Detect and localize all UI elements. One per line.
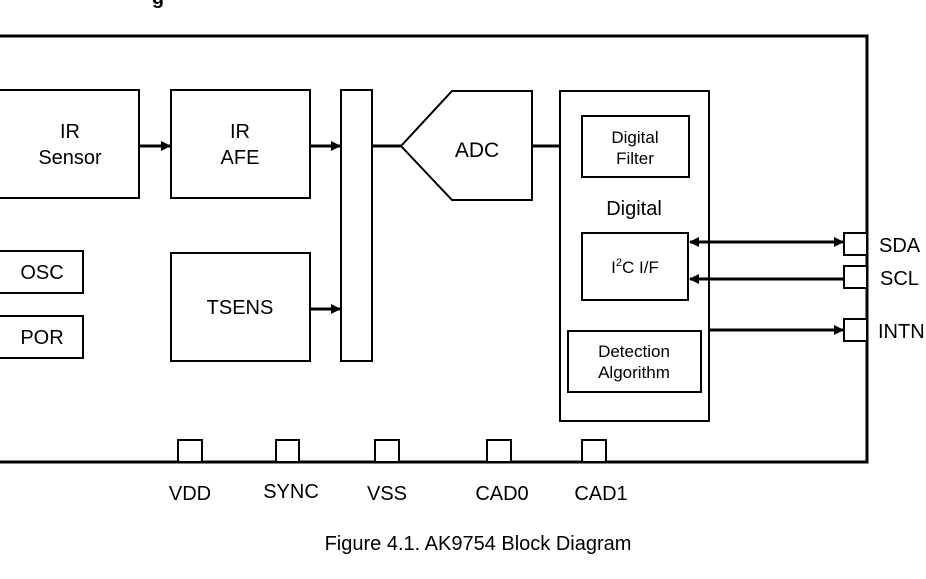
pin-cad1-label: CAD1 [574,483,627,505]
pin-sync-label: SYNC [263,481,319,503]
detection-algorithm-label-line2: Algorithm [598,363,670,382]
digital-filter-block: Digital Filter [581,115,690,178]
ir-sensor-label-line1: IR [60,121,80,143]
pin-scl-label: SCL [880,268,919,290]
osc-block: OSC [0,250,84,294]
ir-afe-label-line2: AFE [221,147,260,169]
por-block: POR [0,315,84,359]
pin-cad0-label: CAD0 [475,483,528,505]
pin-sync: SYNC [263,439,319,503]
pin-intn-label: INTN [878,321,925,343]
pin-sda: SDA [843,232,921,257]
adc-block: ADC [399,90,533,201]
tsens-label: TSENS [207,297,274,319]
pin-vss-label: VSS [367,483,407,505]
por-label: POR [20,327,63,349]
ir-afe-block: IR AFE [170,89,311,199]
ir-sensor-label-line2: Sensor [38,147,102,169]
digital-filter-label-line2: Filter [616,149,654,168]
pin-cad1: CAD1 [574,439,628,505]
pin-intn: INTN [843,318,925,343]
pin-sda-label: SDA [879,235,921,257]
pin-vdd-label: VDD [169,483,211,505]
ir-sensor-block: IR Sensor [0,89,140,199]
heading-fragment: g [152,0,164,9]
figure-caption: Figure 4.1. AK9754 Block Diagram [325,533,632,555]
pin-cad0: CAD0 [475,439,529,505]
i2c-interface-block: I2C I/F [581,232,689,301]
osc-label: OSC [20,262,63,284]
digital-label: Digital [606,198,662,220]
detection-algorithm-label-line1: Detection [598,342,670,361]
pin-vss: VSS [367,439,407,505]
i2c-label: I2C I/F [611,257,659,277]
multiplexer-block [340,89,373,362]
adc-label: ADC [455,139,499,162]
detection-algorithm-block: Detection Algorithm [567,330,702,393]
tsens-block: TSENS [170,252,311,362]
pin-scl: SCL [843,265,919,290]
digital-filter-label-line1: Digital [611,128,658,147]
ir-afe-label-line1: IR [230,121,250,143]
pin-vdd: VDD [169,439,211,505]
